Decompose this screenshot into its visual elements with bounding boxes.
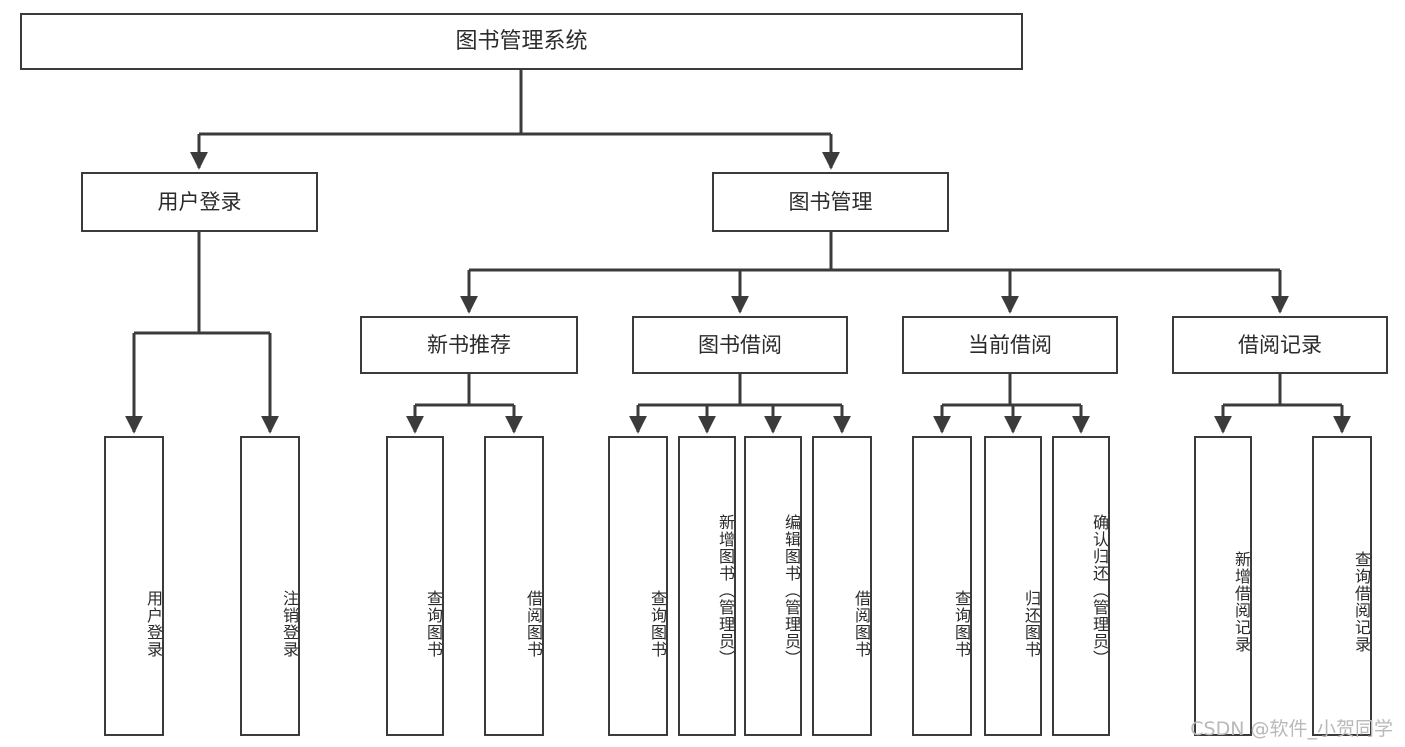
node-leaf-query-record[interactable]: 查询借阅记录: [1312, 436, 1372, 736]
csdn-watermark: CSDN @软件_小贺同学: [1190, 718, 1393, 740]
node-book-manage[interactable]: 图书管理: [712, 172, 949, 232]
node-borrow-record-label: 借阅记录: [1238, 332, 1322, 357]
node-leaf-add-record-label: 新增借阅记录: [1232, 551, 1251, 653]
node-root-label: 图书管理系统: [455, 28, 588, 54]
node-leaf-confirm-return[interactable]: 确认归还（管理员）: [1052, 436, 1110, 736]
node-leaf-logout-login[interactable]: 注销登录: [240, 436, 300, 736]
node-user-login[interactable]: 用户登录: [81, 172, 318, 232]
node-book-borrow-label: 图书借阅: [698, 332, 782, 357]
node-leaf-return-book[interactable]: 归还图书: [984, 436, 1042, 736]
node-current-borrow[interactable]: 当前借阅: [902, 316, 1118, 374]
node-leaf-query-book-3[interactable]: 查询图书: [912, 436, 972, 736]
node-leaf-edit-book[interactable]: 编辑图书（管理员）: [744, 436, 802, 736]
node-leaf-add-book[interactable]: 新增图书（管理员）: [678, 436, 736, 736]
node-new-book-recommend[interactable]: 新书推荐: [360, 316, 578, 374]
node-leaf-borrow-book-2-label: 借阅图书: [852, 590, 871, 658]
node-borrow-record[interactable]: 借阅记录: [1172, 316, 1388, 374]
node-leaf-user-login-label: 用户登录: [144, 590, 163, 658]
node-leaf-query-book-2-label: 查询图书: [648, 590, 667, 658]
node-leaf-add-record[interactable]: 新增借阅记录: [1194, 436, 1252, 736]
node-book-manage-label: 图书管理: [788, 189, 873, 214]
node-leaf-user-login[interactable]: 用户登录: [104, 436, 164, 736]
node-leaf-edit-book-label: 编辑图书（管理员）: [782, 513, 801, 667]
node-leaf-query-book-1-label: 查询图书: [424, 590, 443, 658]
node-leaf-return-book-label: 归还图书: [1022, 590, 1041, 658]
node-leaf-confirm-return-label: 确认归还（管理员）: [1090, 513, 1109, 667]
node-leaf-query-record-label: 查询借阅记录: [1352, 551, 1371, 653]
node-book-borrow[interactable]: 图书借阅: [632, 316, 848, 374]
node-leaf-query-book-3-label: 查询图书: [952, 590, 971, 658]
node-leaf-borrow-book-1-label: 借阅图书: [524, 590, 543, 658]
node-new-book-recommend-label: 新书推荐: [427, 332, 511, 357]
node-leaf-borrow-book-2[interactable]: 借阅图书: [812, 436, 872, 736]
node-leaf-query-book-1[interactable]: 查询图书: [386, 436, 444, 736]
node-current-borrow-label: 当前借阅: [968, 332, 1052, 357]
node-leaf-query-book-2[interactable]: 查询图书: [608, 436, 668, 736]
node-leaf-borrow-book-1[interactable]: 借阅图书: [484, 436, 544, 736]
node-leaf-add-book-label: 新增图书（管理员）: [716, 513, 735, 667]
node-leaf-logout-login-label: 注销登录: [280, 590, 299, 658]
node-root[interactable]: 图书管理系统: [20, 13, 1023, 70]
node-user-login-label: 用户登录: [157, 189, 242, 214]
